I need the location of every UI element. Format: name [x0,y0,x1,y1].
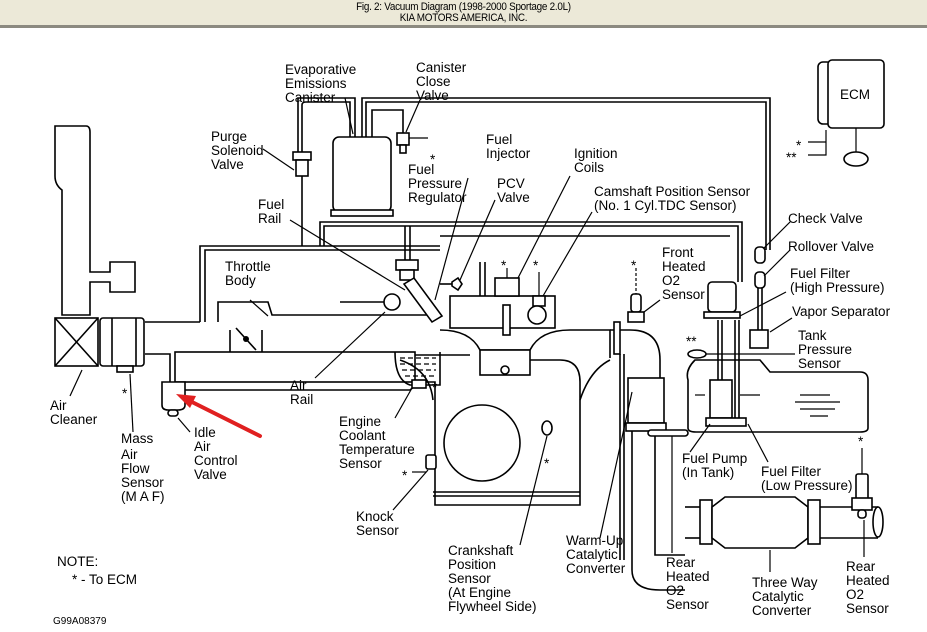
marker-maf: * [122,386,128,401]
label-fuel-injector: Fuel Injector [486,132,531,161]
window-header: Fig. 2: Vacuum Diagram (1998-2000 Sporta… [0,0,927,28]
label-knock-sensor: Knock Sensor [356,509,399,538]
air-cleaner [54,317,99,367]
pcv-valve [440,276,463,292]
marker-canister-close: * [430,152,436,167]
fuel-filter-high-pressure [703,281,741,319]
leader-lines [69,97,865,572]
component-labels: Evaporative Emissions Canister Canister … [50,60,893,618]
label-fuel-rail: Fuel Rail [258,197,288,226]
rollover-valve [754,271,766,330]
label-crankshaft-sensor: Crankshaft Position Sensor (At Engine Fl… [448,543,537,614]
label-rollover-valve: Rollover Valve [788,239,874,254]
warm-up-catalytic-converter [610,321,685,591]
engine-head [449,262,556,336]
label-pcv-valve: PCV Valve [497,176,530,205]
marker-crank: * [544,456,550,471]
label-rear-o2-left: Rear Heated O2 Sensor [666,555,713,612]
legend-note: NOTE: * - To ECM G99A08379 [53,554,137,627]
knock-sensor [412,454,437,473]
label-throttle-body: Throttle Body [225,259,275,288]
intake-pipe [145,245,470,391]
front-o2-sensor [627,268,645,323]
idle-air-control-valve [161,381,186,417]
label-iac: Idle Air Control Valve [194,425,241,482]
label-ignition-coils: Ignition Coils [574,146,621,175]
label-ect: Engine Coolant Temperature Sensor [339,414,419,471]
ecm-markers: * * * * * ** ** * * * * * [122,138,864,483]
coolant-jacket [394,351,441,389]
label-rear-o2-right: Rear Heated O2 Sensor [846,559,893,616]
tank-pressure-sensor [687,349,795,359]
note-title: NOTE: [57,554,98,569]
ecm [808,59,885,167]
rear-o2-sensor-left [647,429,689,437]
label-air-rail: Air Rail [290,378,313,407]
fuel-tank [686,320,869,433]
marker-rear-o2-right: * [858,434,864,449]
marker-ignition-coil: * [501,258,507,273]
label-maf: Mass Air Flow Sensor (M A F) [121,431,168,504]
fuel-injector [340,276,444,324]
label-three-way-cat: Three Way Catalytic Converter [752,575,821,618]
engine-block [399,329,611,506]
marker-front-o2: * [631,258,637,273]
label-vapor-separator: Vapor Separator [792,304,891,319]
annotation-arrow [176,394,262,438]
air-intake-duct [54,125,136,316]
label-fuel-pump: Fuel Pump (In Tank) [682,451,751,480]
fuel-pressure-regulator [395,226,419,281]
label-tank-pressure-sensor: Tank Pressure Sensor [798,328,856,371]
label-evap-canister: Evaporative Emissions Canister [285,62,360,105]
marker-ect: * [432,380,438,395]
label-check-valve: Check Valve [788,211,863,226]
vapor-separator [749,329,769,349]
marker-ecm-single: * [796,138,802,153]
label-warmup-cat: Warm-Up Catalytic Converter [566,533,627,576]
label-fuel-pressure-regulator: Fuel Pressure Regulator [408,162,467,205]
figure-id: G99A08379 [53,616,107,627]
label-fuel-filter-low: Fuel Filter (Low Pressure) [761,464,853,493]
label-canister-close-valve: Canister Close Valve [416,60,470,103]
rear-o2-sensor-right [851,448,873,519]
canister-close-valve [396,132,428,154]
figure-title: Fig. 2: Vacuum Diagram (1998-2000 Sporta… [356,1,571,13]
marker-ecm-double: ** [786,150,797,165]
label-fuel-filter-high: Fuel Filter (High Pressure) [790,266,885,295]
purge-solenoid-valve [292,151,312,246]
three-way-catalytic-converter [685,496,884,549]
label-ecm: ECM [840,87,870,102]
label-camshaft-position-sensor: Camshaft Position Sensor (No. 1 Cyl.TDC … [594,184,754,213]
label-front-heated-o2: Front Heated O2 Sensor [662,245,709,302]
label-air-cleaner: Air Cleaner [50,398,98,427]
label-purge-solenoid-valve: Purge Solenoid Valve [211,129,267,172]
marker-tank-pressure: ** [686,334,697,349]
maf-sensor [99,317,145,373]
note-text: * - To ECM [72,572,137,587]
marker-knock: * [402,468,408,483]
vacuum-hoses [319,221,743,282]
figure-subtitle: KIA MOTORS AMERICA, INC. [399,12,528,24]
evap-canister [297,97,771,250]
vacuum-diagram: * * * * * ** ** * * * * * Evaporative Em… [50,59,893,627]
marker-cam-sensor: * [533,258,539,273]
check-valve [754,246,766,264]
